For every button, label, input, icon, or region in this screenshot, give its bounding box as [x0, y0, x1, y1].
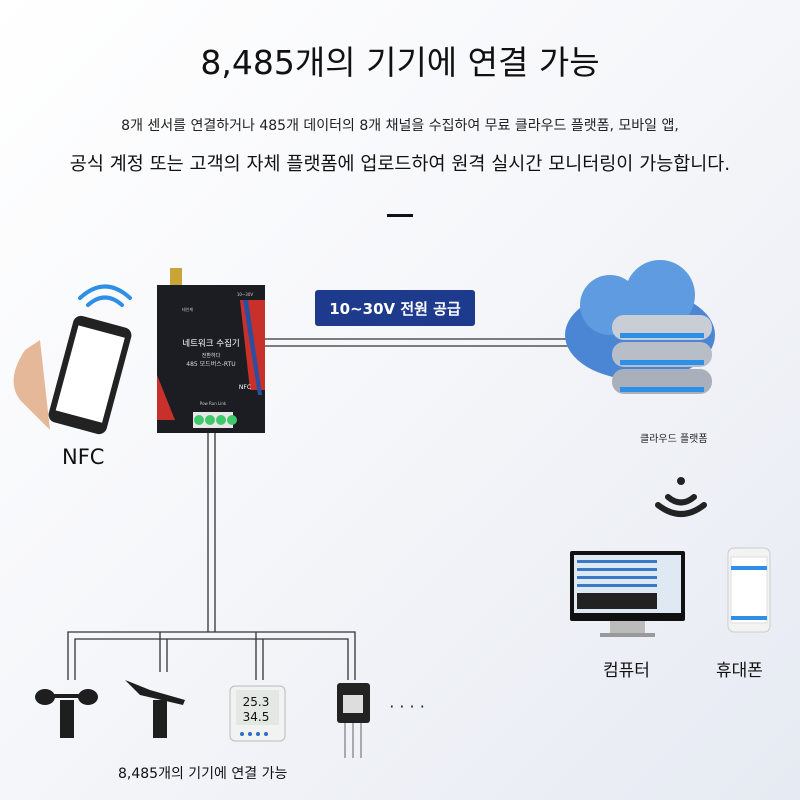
wind-vane-icon: [125, 680, 185, 738]
anemometer-icon: [35, 689, 98, 738]
humidity-reading: 34.5: [243, 710, 270, 724]
wireless-icon: [655, 477, 707, 517]
subtitle-line1: 8개 센서를 연결하거나 485개 데이터의 8개 채널을 수집하여 무료 클라…: [121, 118, 679, 134]
wires: [67, 338, 575, 680]
more-devices-ellipsis: · · · ·: [389, 697, 425, 716]
nfc-label: NFC: [62, 445, 105, 469]
device-voltage: 10~30V: [237, 292, 254, 297]
computer-icon: [570, 551, 685, 637]
footer-caption: 8,485개의 기기에 연결 가능: [118, 766, 288, 782]
mobile-phone-icon: [727, 547, 771, 633]
device-sub: 전환하다: [202, 352, 221, 359]
cloud-platform-label: 클라우드 플랫폼: [640, 434, 708, 445]
nfc-phone-icon: [13, 284, 132, 435]
device-model: 485 모드버스-RTU: [186, 360, 235, 368]
subtitle-line2: 공식 계정 또는 고객의 자체 플랫폼에 업로드하여 원격 실시간 모니터링이 …: [69, 154, 731, 175]
device-leds: Pow Run Link: [200, 401, 227, 406]
device-nfc: NFC: [239, 384, 251, 391]
temp-reading: 25.3: [243, 695, 270, 709]
power-supply-label: 10~30V 전원 공급: [315, 290, 475, 326]
phone-label: 휴대폰: [716, 661, 763, 681]
soil-sensor-icon: [337, 683, 370, 758]
network-collector-device: [157, 268, 265, 433]
page-title: 8,485개의 기기에 연결 가능: [200, 43, 600, 82]
divider: [387, 214, 413, 217]
computer-label: 컴퓨터: [603, 661, 650, 681]
thermohygrometer-icon: [229, 685, 286, 742]
cloud-server-icon: [565, 260, 715, 394]
device-brand: 테인케: [182, 306, 193, 312]
device-name: 네트워크 수집기: [182, 338, 239, 349]
